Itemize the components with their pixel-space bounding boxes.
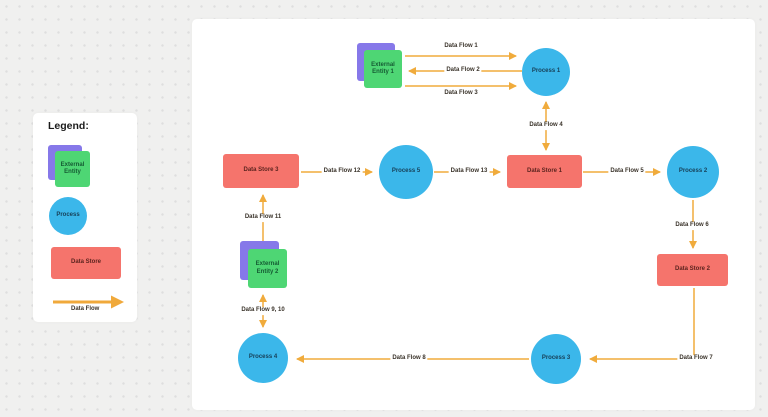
flow-label-data-flow-6[interactable]: Data Flow 6 [673,222,711,230]
flow-label-data-flow-8[interactable]: Data Flow 8 [390,355,428,363]
legend-external-entity-swatch: External Entity [48,145,91,188]
node-external-entity-1[interactable]: External Entity 1 [357,43,402,88]
node-label: Process 2 [678,168,708,175]
node-label: Process 4 [248,354,278,361]
node-process-2[interactable]: Process 2 [667,146,719,198]
flow-label-data-flow-11[interactable]: Data Flow 11 [242,214,284,222]
node-process-1[interactable]: Process 1 [522,48,570,96]
external-entity-body: External Entity 1 [364,50,402,88]
flow-label-data-flow-12[interactable]: Data Flow 12 [321,168,363,176]
node-label: Data Store 2 [674,266,710,273]
legend-data-flow-arrow-icon [53,295,124,309]
legend-external-entity-label: External Entity [60,161,85,176]
legend-panel: Legend: External Entity Process Data Sto… [33,113,137,322]
node-external-entity-2[interactable]: External Entity 2 [240,241,287,288]
flow-label-data-flow-4[interactable]: Data Flow 4 [527,122,565,130]
node-data-store-1[interactable]: Data Store 1 [507,155,582,188]
flow-label-data-flow-5[interactable]: Data Flow 5 [608,168,646,176]
node-label: Process 3 [541,355,571,362]
legend-data-store-swatch: Data Store [51,247,121,279]
node-label: Process 1 [531,68,561,75]
legend-process-swatch: Process [49,197,87,235]
node-process-5[interactable]: Process 5 [379,145,433,199]
node-label: External Entity 1 [371,61,395,76]
flow-label-data-flow-1[interactable]: Data Flow 1 [442,43,480,51]
node-data-store-3[interactable]: Data Store 3 [223,154,299,188]
node-label: External Entity 2 [255,261,280,275]
flow-label-data-flow-3[interactable]: Data Flow 3 [442,90,480,98]
flow-label-data-flow-7[interactable]: Data Flow 7 [677,355,715,363]
node-process-3[interactable]: Process 3 [531,334,581,384]
flow-label-data-flow-13[interactable]: Data Flow 13 [448,168,490,176]
node-label: Data Store 3 [243,167,279,174]
flow-label-data-flow-9-10[interactable]: Data Flow 9, 10 [239,307,287,315]
external-entity-body: External Entity 2 [248,249,287,288]
node-label: Data Store 1 [526,167,562,174]
external-entity-square: External Entity [55,151,90,187]
legend-data-store-label: Data Store [70,259,101,266]
node-data-store-2[interactable]: Data Store 2 [657,254,728,286]
legend-process-label: Process [56,212,80,219]
legend-title: Legend: [48,120,89,132]
node-process-4[interactable]: Process 4 [238,333,288,383]
flow-label-data-flow-2[interactable]: Data Flow 2 [444,67,482,75]
legend-data-flow-label: Data Flow [71,306,100,312]
node-label: Process 5 [391,168,421,175]
